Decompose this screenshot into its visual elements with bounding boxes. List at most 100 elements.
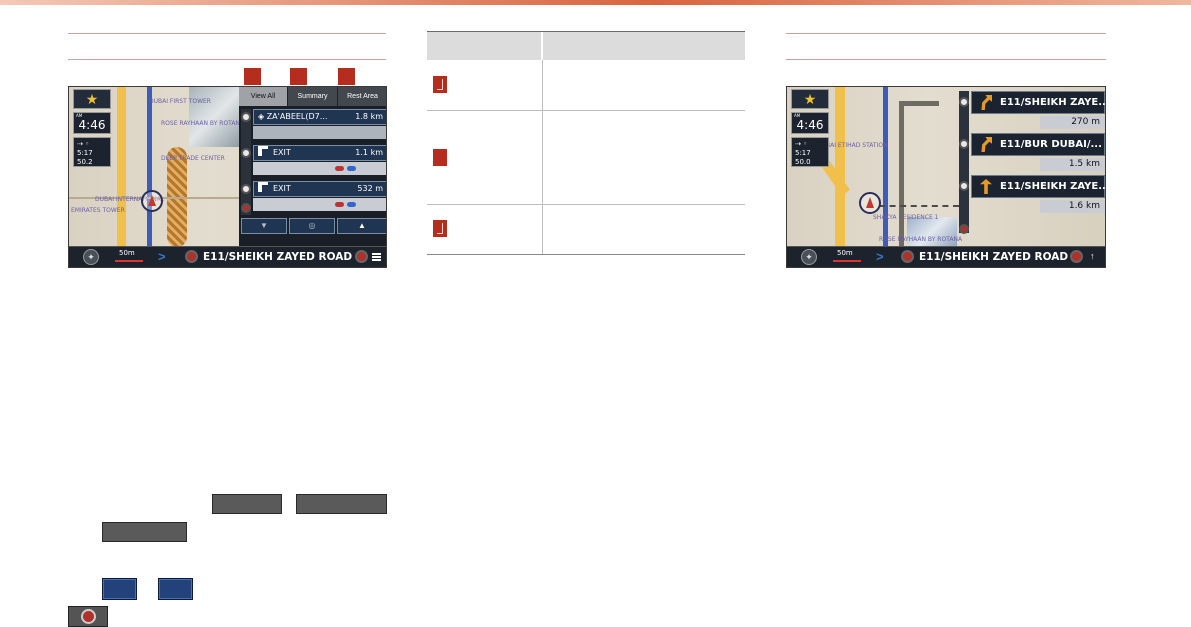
table-row-divider (427, 204, 745, 205)
turn-list-item[interactable]: E11/BUR DUBAI/... (971, 133, 1105, 156)
route-list-item[interactable]: EXIT 532 m (253, 181, 386, 197)
item-name: ZA'ABEEL(D7... (266, 112, 328, 121)
map-label: ROSE RAYHAAN BY ROTANA (879, 236, 963, 243)
map-label: DUBAI FIRST TOWER (149, 98, 211, 105)
map-road (879, 205, 959, 207)
route-list-item[interactable]: ◈ ZA'ABEEL(D7... 1.8 km (253, 109, 386, 125)
eta-time: 5:17 (77, 149, 93, 157)
table-row-marker-3 (433, 220, 447, 237)
inline-button-blue (102, 578, 137, 600)
road-tag-icon (347, 202, 356, 207)
straight-arrow-icon (980, 179, 992, 194)
map-bottom-bar: ✦ 50m > E11/SHEIKH ZAYED ROAD ↑ (787, 246, 1105, 267)
inline-button-gray (102, 522, 187, 542)
navigation-screen-turn-list: DUBAI ETIHAD STATION SHAKYA RESIDENCE 1 … (786, 86, 1106, 268)
callout-marker-3 (338, 68, 355, 85)
section-rule-bottom-right (786, 59, 1106, 60)
item-distance: 1.8 km (355, 112, 383, 121)
item-name: E11/SHEIKH ZAYE... (1000, 181, 1106, 192)
eta-time: 5:17 (795, 149, 811, 157)
map-label: DEEP TRADE CENTER (161, 155, 225, 162)
favorites-star-button[interactable]: ★ (73, 89, 111, 109)
rail-point (959, 97, 969, 107)
route-item-detail (253, 126, 386, 139)
scroll-down-button[interactable]: ▼ (241, 218, 287, 234)
route-options-icon[interactable] (1070, 250, 1083, 263)
favorites-star-button[interactable]: ★ (791, 89, 829, 109)
eta-panel: ⇢ ◦ 5:17 50.0 (791, 137, 829, 167)
table-top-rule (427, 31, 745, 32)
turn-item-distance: 270 m (1040, 116, 1105, 129)
map-road (883, 87, 888, 267)
current-road-name: E11/SHEIKH ZAYED ROAD (203, 251, 353, 263)
tab-rest-area[interactable]: Rest Area (338, 87, 386, 106)
list-scroll-rail (241, 109, 251, 215)
turn-item-distance: 1.5 km (1040, 158, 1105, 171)
callout-marker-2 (290, 68, 307, 85)
road-tag-icon (335, 166, 344, 171)
waypoint-icon: ◈ (258, 112, 267, 121)
compass-icon[interactable]: ✦ (83, 249, 99, 265)
route-menu-icon[interactable] (901, 250, 914, 263)
callout-marker-1 (244, 68, 261, 85)
table-row-marker-2 (433, 149, 447, 166)
current-position-button[interactable]: ◎ (289, 218, 335, 234)
map-label: ROSE RAYHAAN BY ROTANA (161, 120, 245, 127)
turn-list-item[interactable]: E11/SHEIKH ZAYE... (971, 91, 1105, 114)
tab-summary[interactable]: Summary (288, 87, 338, 106)
item-distance: 532 m (357, 184, 383, 193)
turn-list-item[interactable]: E11/SHEIKH ZAYE... (971, 175, 1105, 198)
section-rule-bottom-left (68, 59, 386, 60)
item-name: EXIT (273, 148, 291, 157)
table-column-divider (542, 60, 543, 254)
turn-item-distance: 1.6 km (1040, 200, 1105, 213)
map-road (117, 87, 126, 267)
list-scroll-rail (959, 91, 969, 233)
menu-icon[interactable] (372, 253, 381, 261)
current-road-name: E11/SHEIKH ZAYED ROAD (919, 251, 1069, 263)
eta-distance: 50.0 (795, 158, 811, 166)
road-tag-icon (335, 202, 344, 207)
map-scale: 50m (119, 249, 135, 257)
exit-icon (258, 146, 268, 156)
route-menu-icon[interactable] (185, 250, 198, 263)
table-bottom-rule (427, 254, 745, 255)
turn-right-arrow-icon (981, 137, 992, 152)
map-scale: 50m (837, 249, 853, 257)
item-name: E11/BUR DUBAI/... (1000, 139, 1102, 150)
route-guidance-panel: View All Summary Rest Area ◈ ZA'ABEEL(D7… (239, 87, 386, 247)
time-text: 4:46 (78, 118, 106, 132)
route-list-item[interactable]: EXIT 1.1 km (253, 145, 386, 161)
map-label: DUBAI INTERNATIONAL (95, 196, 165, 203)
chevron-right-icon[interactable]: > (876, 249, 884, 264)
compass-icon[interactable]: ✦ (801, 249, 817, 265)
route-options-icon[interactable] (355, 250, 368, 263)
eta-distance: 50.2 (77, 158, 93, 166)
vehicle-position-icon (859, 192, 881, 214)
map-road (899, 101, 904, 251)
rail-point (241, 184, 251, 194)
inline-button-blue (158, 578, 193, 600)
tab-view-all[interactable]: View All (239, 87, 288, 106)
road-tag-icon (347, 166, 356, 171)
map-label: EMIRATES TOWER (71, 207, 125, 214)
inline-button-gray (212, 494, 282, 514)
table-header-cell (543, 32, 745, 60)
navigation-screen-route-list: DUBAI FIRST TOWER ROSE RAYHAAN BY ROTANA… (68, 86, 387, 268)
chevron-right-icon[interactable]: > (158, 249, 166, 264)
table-header-cell (427, 32, 541, 60)
scroll-up-button[interactable]: ▲ (337, 218, 386, 234)
map-road (899, 101, 939, 106)
rail-point-destination (241, 203, 251, 213)
arrow-up-icon[interactable]: ↑ (1090, 251, 1095, 261)
top-accent-band (0, 0, 1191, 5)
rail-point (959, 181, 969, 191)
map-label: SHAKYA RESIDENCE 1 (873, 214, 939, 221)
vehicle-position-icon (141, 190, 163, 212)
rail-point (241, 112, 251, 122)
map-bottom-bar: ✦ 50m > E11/SHEIKH ZAYED ROAD (69, 246, 386, 267)
inline-route-icon-button (68, 606, 108, 627)
rail-point (241, 148, 251, 158)
